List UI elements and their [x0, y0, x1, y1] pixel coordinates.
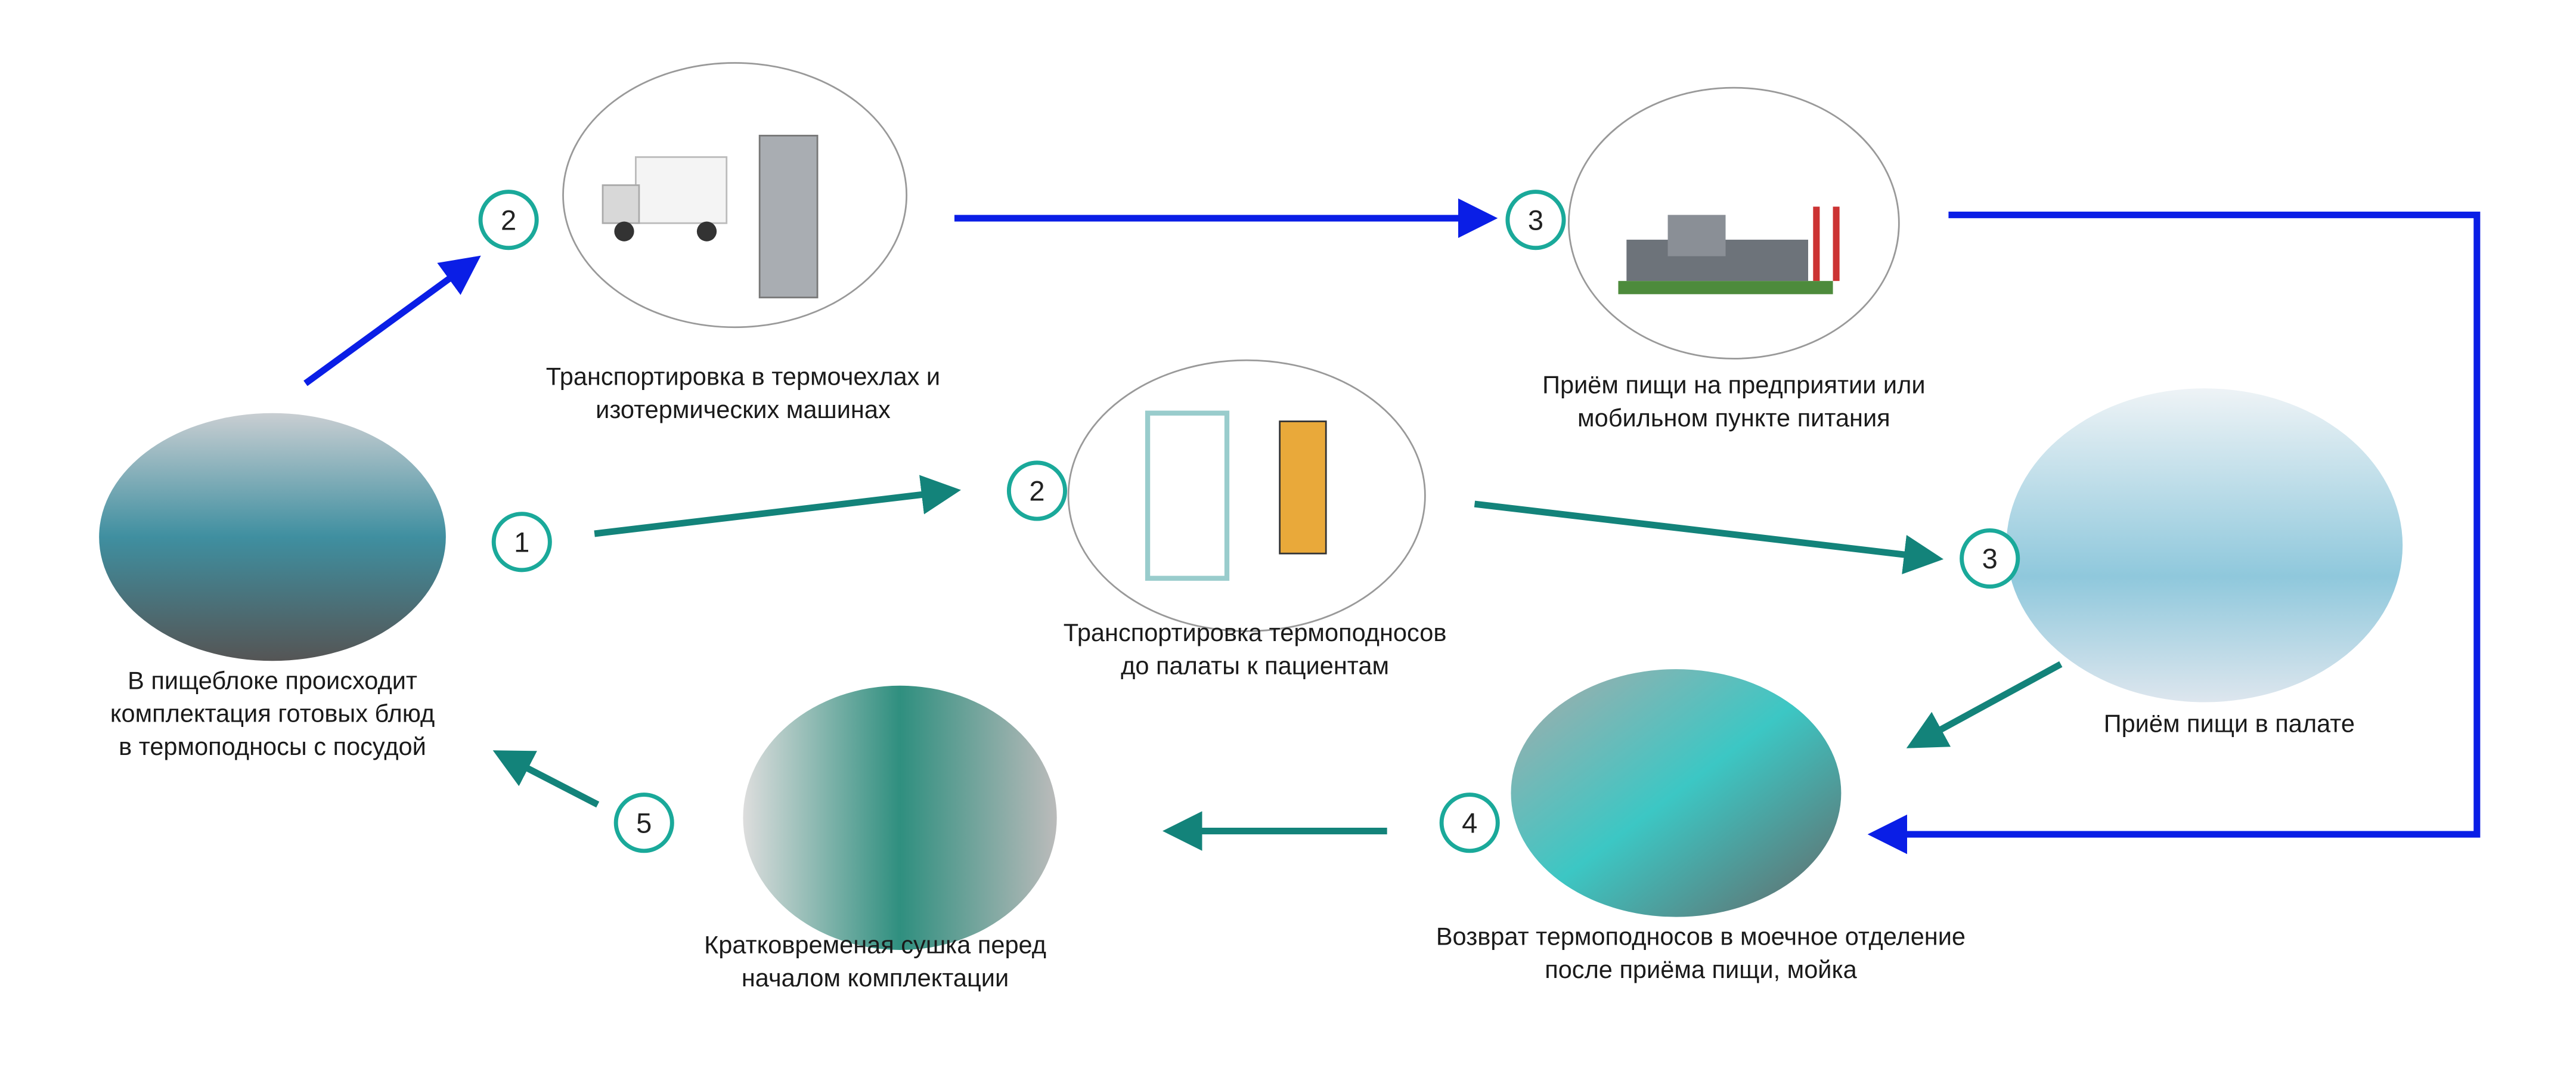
svg-text:3: 3: [1528, 204, 1543, 236]
step-number-5: 5: [613, 793, 674, 853]
tray-trolleys-icon: [1067, 359, 1426, 632]
arrow-ward-to-wash: [1906, 661, 2063, 748]
arrow-kitchen-to-truck: [303, 255, 481, 386]
factory-icon: [1567, 86, 1900, 360]
arrow-1-to-trolley: [594, 475, 961, 537]
svg-text:Приём пищи в палате: Приём пищи в палате: [2104, 709, 2355, 737]
caption-kitchen: В пищеблоке происходит комплектация гото…: [110, 666, 435, 760]
caption-factory: Приём пищи на предприятии или мобильном …: [1542, 371, 1925, 432]
svg-text:2: 2: [501, 204, 516, 236]
svg-text:Приём пищи на предприятии или: Приём пищи на предприятии или: [1542, 371, 1925, 399]
svg-text:комплектация готовых блюд: комплектация готовых блюд: [110, 700, 435, 728]
svg-text:2: 2: [1029, 475, 1044, 507]
svg-text:В пищеблоке происходит: В пищеблоке происходит: [128, 666, 417, 694]
svg-text:после приёма пищи, мойка: после приёма пищи, мойка: [1545, 955, 1857, 983]
patient-eating-icon: [2006, 388, 2403, 702]
drying-racks-icon: [743, 685, 1057, 950]
svg-text:Кратковременая сушка перед: Кратковременая сушка перед: [704, 931, 1046, 959]
caption-wash: Возврат термоподносов в моечное отделени…: [1436, 923, 1966, 983]
arrow-trolley-to-ward: [1474, 500, 1944, 575]
caption-ward: Приём пищи в палате: [2104, 709, 2355, 737]
step-number-3-ward: 3: [1960, 528, 2020, 589]
step-number-2-truck: 2: [478, 190, 539, 250]
svg-text:Возврат термоподносов в моечно: Возврат термоподносов в моечное отделени…: [1436, 923, 1966, 951]
svg-text:4: 4: [1462, 807, 1477, 838]
tray-washing-icon: [1511, 669, 1842, 917]
step-number-3-factory: 3: [1505, 190, 1566, 250]
kitchen-photo-icon: [99, 413, 446, 661]
svg-text:3: 3: [1982, 543, 1998, 574]
arrow-dry-to-kitchen: [492, 750, 600, 808]
step-number-4: 4: [1439, 793, 1500, 853]
svg-text:1: 1: [514, 526, 529, 558]
caption-truck: Транспортировка в термочехлах и изотерми…: [546, 363, 940, 423]
svg-text:Транспортировка термоподносов: Транспортировка термоподносов: [1064, 618, 1447, 646]
svg-text:изотермических машинах: изотермических машинах: [596, 395, 891, 423]
arrows: [303, 198, 2481, 855]
svg-text:началом комплектации: началом комплектации: [742, 964, 1009, 992]
step-number-1: 1: [491, 512, 552, 572]
svg-text:в термоподносы с посудой: в термоподносы с посудой: [119, 732, 426, 760]
caption-dry: Кратковременая сушка перед началом компл…: [704, 931, 1046, 992]
truck-and-thermal-cover-icon: [562, 62, 908, 329]
svg-text:5: 5: [636, 807, 652, 838]
svg-text:до палаты к пациентам: до палаты к пациентам: [1121, 651, 1389, 679]
arrow-factory-to-wash: [1867, 211, 2481, 855]
caption-trolley: Транспортировка термоподносов до палаты …: [1064, 618, 1447, 679]
svg-text:мобильном пункте питания: мобильном пункте питания: [1577, 404, 1890, 432]
svg-text:Транспортировка в термочехлах: Транспортировка в термочехлах и: [546, 363, 940, 391]
step-number-2-trolley: 2: [1006, 460, 1068, 521]
